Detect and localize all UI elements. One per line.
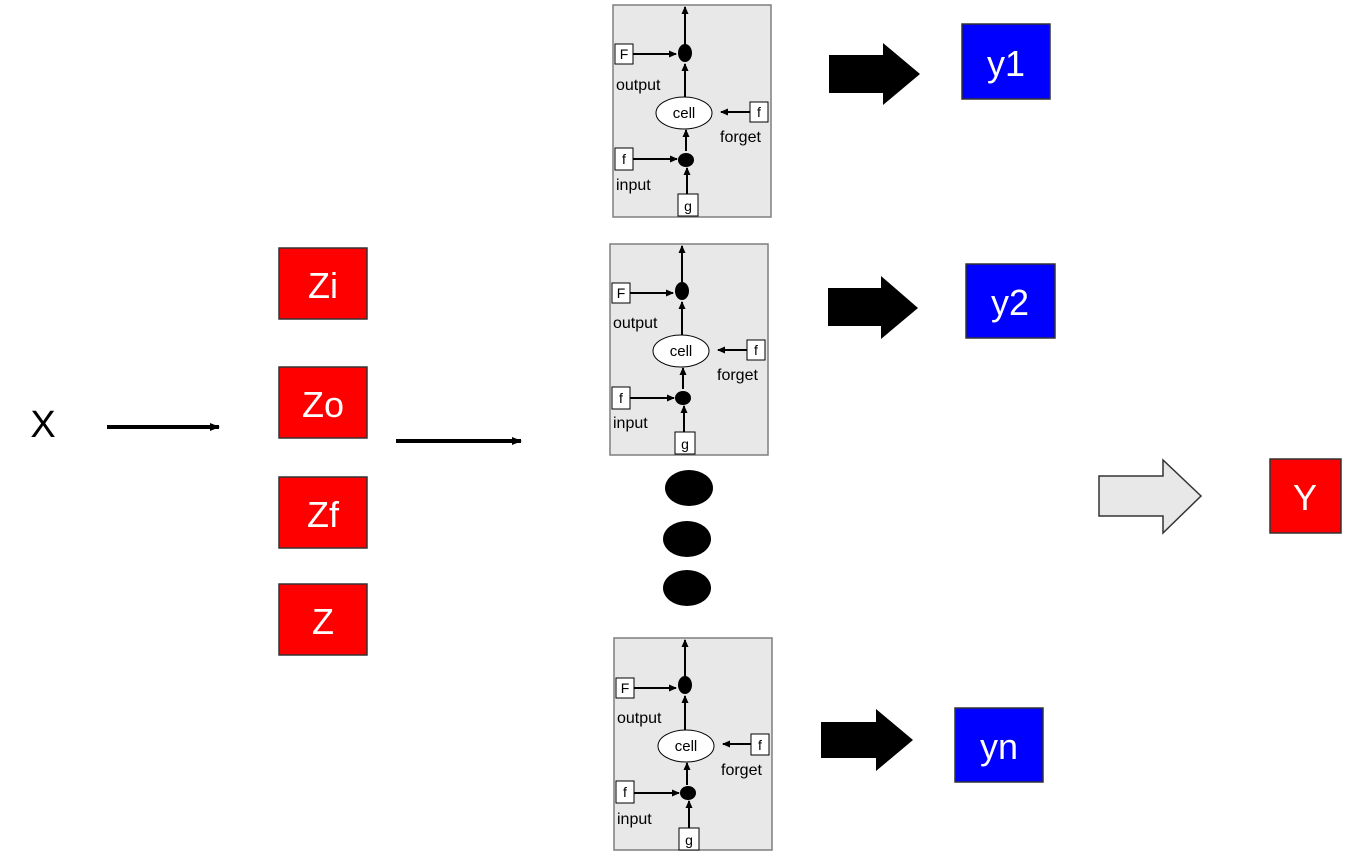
vector-z-box — [278, 583, 368, 656]
forget-gate-label: forget — [720, 129, 761, 146]
output-multiply-node — [675, 282, 689, 300]
vector-zo: Zo — [278, 366, 368, 439]
output-gate-letter: F — [621, 680, 630, 696]
vector-zf-box — [278, 476, 368, 549]
output-multiply-node — [678, 676, 692, 694]
output-y1: y1 — [961, 23, 1051, 100]
input-activation-box — [677, 193, 699, 217]
output-multiply-node — [678, 44, 692, 62]
vector-zo-label: Zo — [302, 384, 344, 425]
vector-z-label: Z — [312, 601, 334, 642]
memory-cell-label: cell — [670, 343, 693, 360]
forget-gate-letter: f — [754, 342, 758, 358]
ellipsis-dot-3 — [663, 570, 711, 606]
vector-zi: Zi — [278, 247, 368, 320]
memory-cell-label: cell — [673, 105, 696, 122]
input-gate-letter: f — [622, 151, 626, 167]
final-output-label: Y — [1293, 477, 1317, 518]
input-multiply-node — [680, 786, 696, 800]
vector-zf-label: Zf — [307, 494, 340, 535]
input-gate-label: input — [613, 415, 648, 432]
ellipsis-dot-2 — [663, 521, 711, 557]
thick-arrow-to-y2 — [828, 276, 918, 339]
input-activation-box — [674, 431, 696, 455]
output-y2-label: y2 — [991, 282, 1029, 323]
vector-zf: Zf — [278, 476, 368, 549]
output-y2: y2 — [965, 263, 1056, 339]
input-multiply-node — [678, 153, 694, 167]
vector-zo-box — [278, 366, 368, 439]
lstm-cell-1: F output cell f forget f input g — [612, 4, 772, 218]
forget-gate-letter: f — [758, 737, 762, 753]
output-yn-label: yn — [980, 726, 1018, 767]
input-x-label: X — [30, 404, 55, 446]
memory-cell-label: cell — [675, 738, 698, 755]
input-activation-letter: g — [684, 198, 692, 214]
forget-gate-label: forget — [717, 367, 758, 384]
ellipsis-dot-1 — [665, 470, 713, 506]
forget-gate-letter: f — [757, 104, 761, 120]
thick-arrow-to-yn — [821, 709, 913, 771]
forget-gate-label: forget — [721, 762, 762, 779]
lstm-cell-2: F output cell f forget f input g — [609, 243, 769, 456]
output-gate-label: output — [616, 77, 661, 94]
vector-z: Z — [278, 583, 368, 656]
input-gate-label: input — [616, 177, 651, 194]
output-y1-box — [961, 23, 1051, 100]
output-yn: yn — [954, 707, 1044, 783]
thick-arrow-to-y1 — [829, 43, 920, 105]
lstm-cell-n: F output cell f forget f input g — [613, 637, 773, 851]
hollow-arrow-to-final — [1098, 458, 1203, 535]
input-gate-letter: f — [619, 390, 623, 406]
final-output-y: Y — [1269, 458, 1342, 534]
input-activation-letter: g — [681, 436, 689, 452]
output-gate-letter: F — [617, 285, 626, 301]
output-gate-label: output — [613, 315, 658, 332]
output-y2-box — [965, 263, 1056, 339]
final-output-box — [1269, 458, 1342, 534]
input-gate-letter: f — [623, 784, 627, 800]
vector-zi-label: Zi — [308, 265, 338, 306]
input-multiply-node — [675, 391, 691, 405]
output-gate-label: output — [617, 710, 662, 727]
vector-zi-box — [278, 247, 368, 320]
input-activation-box — [678, 827, 700, 851]
input-gate-label: input — [617, 811, 652, 828]
input-activation-letter: g — [685, 832, 693, 848]
output-yn-box — [954, 707, 1044, 783]
output-y1-label: y1 — [987, 43, 1025, 84]
output-gate-letter: F — [620, 46, 629, 62]
